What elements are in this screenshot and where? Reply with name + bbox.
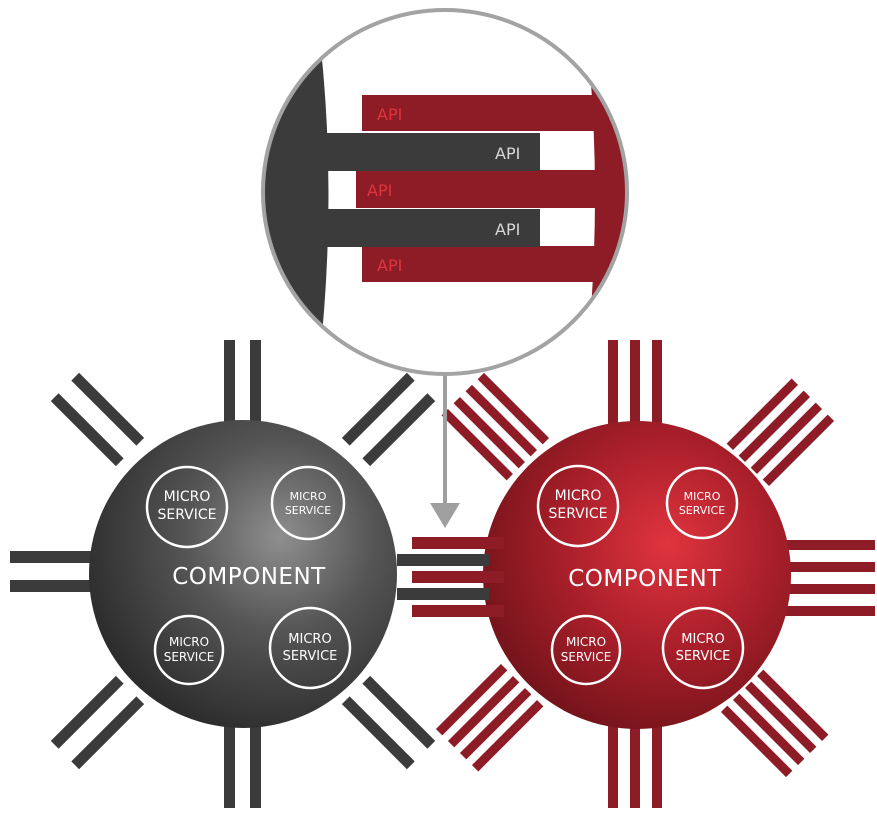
- ms-label-line2: SERVICE: [548, 506, 607, 522]
- zoom-api-label-red: API: [367, 181, 392, 200]
- component-right-label: COMPONENT: [568, 566, 722, 592]
- ms-label-line2: SERVICE: [164, 650, 215, 664]
- ms-label-line1: MICRO: [555, 488, 602, 504]
- ms-label-line1: MICRO: [684, 490, 721, 503]
- component-connection: [397, 537, 504, 617]
- ms-label-line2: SERVICE: [283, 649, 338, 664]
- ms-label-line2: SERVICE: [561, 650, 612, 664]
- ms-label-line1: MICRO: [169, 635, 209, 649]
- zoom-pointer-arrow: [430, 374, 460, 528]
- ms-label-line1: MICRO: [290, 490, 327, 503]
- ms-label-line1: MICRO: [566, 635, 606, 649]
- left-spoke-bottom-left: [51, 676, 144, 769]
- ms-label-line1: MICRO: [288, 632, 331, 647]
- component-left: MICRO SERVICE MICRO SERVICE COMPONENT MI…: [10, 340, 435, 808]
- ms-label-line1: MICRO: [681, 632, 724, 647]
- left-spoke-top-left: [51, 373, 144, 466]
- ms-label-line2: SERVICE: [285, 504, 331, 517]
- zoom-red-api-bar: [356, 170, 602, 208]
- ms-label-line1: MICRO: [164, 489, 211, 505]
- left-spoke-top-right: [342, 373, 435, 466]
- ms-label-line2: SERVICE: [676, 649, 731, 664]
- ms-label-line2: SERVICE: [679, 504, 725, 517]
- zoom-api-label-dark: API: [495, 144, 520, 163]
- component-left-label: COMPONENT: [172, 564, 326, 590]
- left-spoke-bottom-right: [342, 676, 435, 769]
- zoom-api-label-red: API: [377, 105, 402, 124]
- zoom-api-label-red: API: [377, 256, 402, 275]
- ms-label-line2: SERVICE: [157, 507, 216, 523]
- zoom-api-label-dark: API: [495, 220, 520, 239]
